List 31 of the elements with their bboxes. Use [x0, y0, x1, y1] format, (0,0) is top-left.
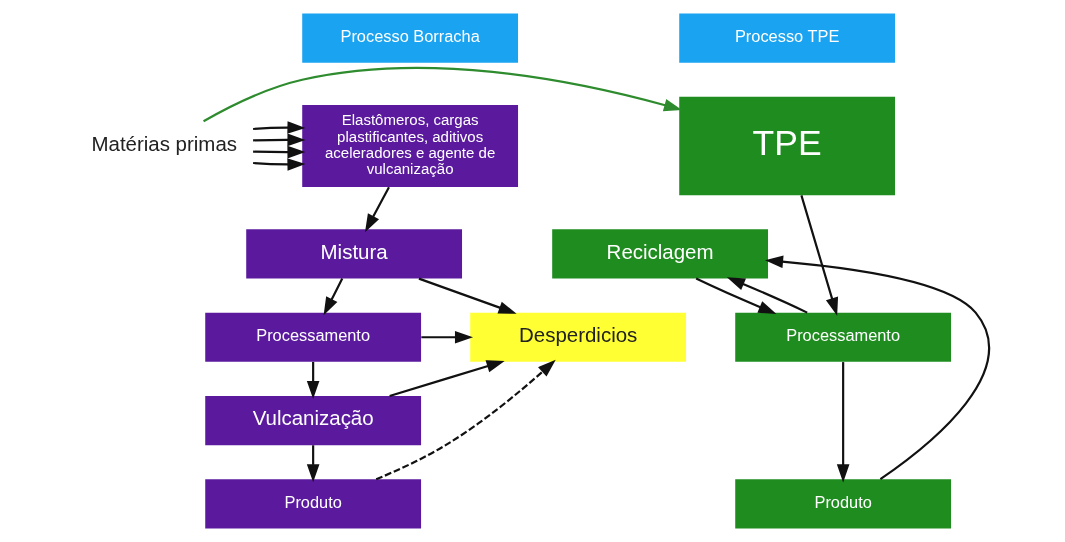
- arrow: [253, 133, 306, 147]
- arrow: [203, 66, 682, 123]
- node-box: Processamento: [205, 312, 422, 362]
- node-box: Produto: [735, 479, 952, 529]
- arrow: [800, 195, 839, 316]
- arrow: [421, 330, 474, 344]
- arrow: [253, 158, 306, 171]
- node-box: Produto: [205, 479, 422, 529]
- node-box: Desperdicios: [470, 312, 687, 362]
- node-box: Processamento: [735, 312, 952, 362]
- node-box: Processo TPE: [679, 13, 896, 63]
- node-box: Elastômeros, cargas plastificantes, aditivos aceleradores e agente de vulcanização: [302, 105, 519, 187]
- node-box: Reciclagem: [552, 229, 768, 279]
- node-text: Matérias primas: [91, 131, 238, 155]
- arrow: [836, 362, 850, 483]
- arrow: [253, 145, 306, 159]
- arrow: [695, 277, 777, 314]
- arrow: [726, 277, 808, 314]
- arrow: [418, 277, 517, 314]
- node-box: Mistura: [246, 229, 463, 279]
- node-box: Vulcanização: [205, 396, 422, 446]
- arrow: [306, 445, 320, 483]
- arrow: [375, 359, 556, 481]
- arrow: [365, 186, 390, 233]
- arrow: [306, 361, 320, 399]
- arrow: [253, 121, 306, 134]
- arrow: [323, 278, 344, 316]
- node-box: TPE: [679, 96, 896, 196]
- arrow: [765, 255, 990, 480]
- node-box: Processo Borracha: [302, 13, 519, 63]
- arrow: [389, 360, 505, 397]
